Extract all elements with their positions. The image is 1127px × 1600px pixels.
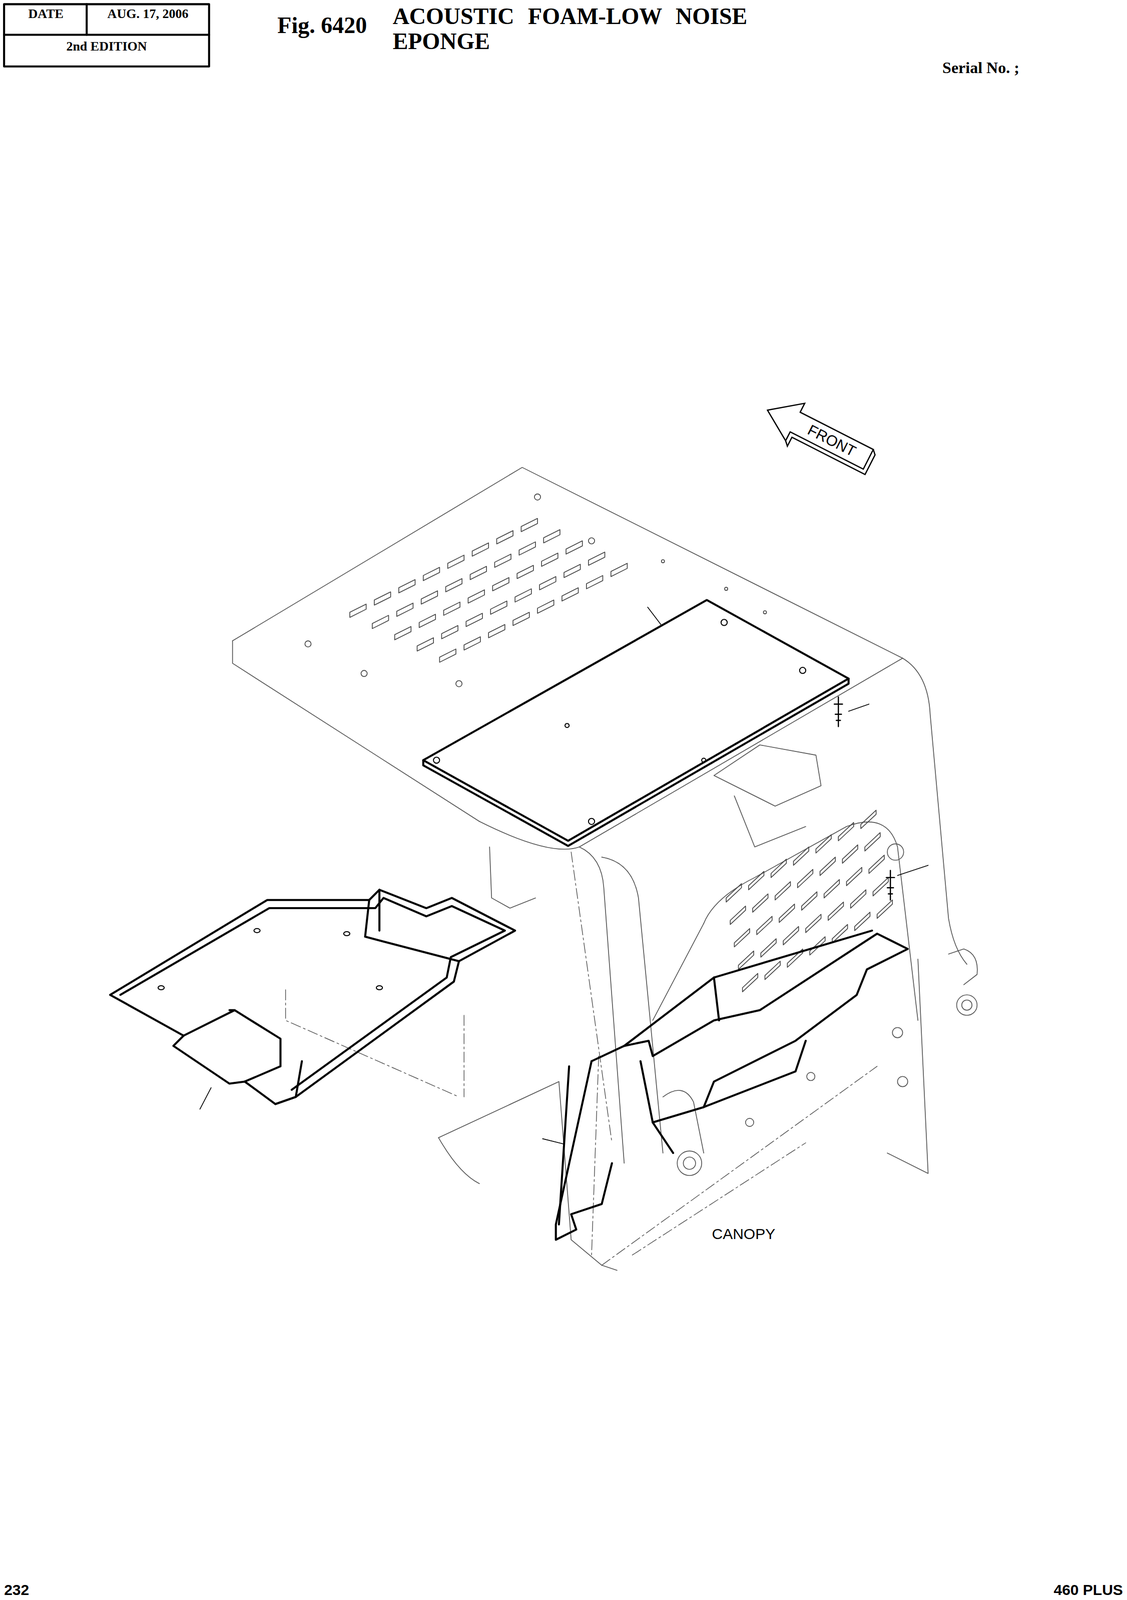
side-foam	[555, 930, 908, 1240]
table-cell: AUG. 17, 2006	[87, 7, 208, 22]
vent-slot	[854, 911, 871, 931]
vent-slot	[492, 577, 509, 591]
vent-slot	[539, 576, 556, 590]
vent-slot	[516, 565, 534, 579]
vent-slot	[465, 613, 483, 627]
vent-slot	[419, 614, 436, 628]
vent-slot	[396, 603, 414, 617]
vent-slot	[797, 869, 814, 888]
vent-slot	[537, 600, 554, 614]
vent-slot	[742, 972, 759, 992]
vent-slot	[760, 938, 777, 957]
vent-slot	[439, 648, 456, 662]
vent-slot	[868, 854, 885, 874]
vent-slot	[824, 879, 840, 898]
vent-slot	[447, 554, 465, 569]
vent-slot	[543, 529, 560, 543]
vent-slot	[421, 590, 438, 604]
vent-slot	[494, 553, 511, 568]
table-cell: 2nd EDITION	[5, 39, 209, 55]
vent-slot	[488, 624, 505, 638]
vent-slot	[588, 551, 606, 566]
vent-slot	[586, 575, 604, 589]
vent-slot	[398, 579, 416, 593]
vent-slot	[541, 552, 558, 567]
canopy-frame	[232, 467, 978, 1271]
vent-slot	[864, 832, 881, 851]
vent-slot	[734, 928, 750, 947]
vent-slot	[779, 903, 795, 923]
vent-slot	[730, 905, 746, 925]
vent-slot	[846, 867, 863, 886]
direction-arrow: FRONT	[755, 387, 884, 486]
figure-number: Fig. 6420	[277, 13, 367, 39]
vent-slot	[771, 858, 787, 878]
roof-holes	[304, 493, 767, 687]
label: 460 PLUS	[1053, 1580, 1123, 1598]
vent-slot	[726, 883, 742, 902]
vent-slot	[801, 891, 818, 910]
vent-slot	[815, 834, 832, 853]
vent-slot	[470, 566, 487, 580]
roof-vents	[349, 518, 628, 663]
vent-slot	[860, 809, 877, 829]
vent-slot	[793, 846, 810, 866]
vent-slot	[564, 564, 581, 578]
vent-slot	[873, 877, 889, 896]
date-box	[4, 4, 210, 67]
vent-slot	[805, 913, 822, 933]
vent-slot	[877, 899, 893, 919]
vent-slot	[443, 602, 461, 616]
vent-slot	[520, 518, 538, 532]
label: 232	[4, 1580, 30, 1598]
vent-slot	[417, 637, 434, 651]
vent-slot	[828, 901, 844, 921]
label: CANOPY	[712, 1225, 776, 1242]
vent-slot	[850, 889, 867, 908]
vent-slot	[775, 881, 791, 900]
vent-slot	[820, 856, 836, 876]
roof-foam	[423, 600, 849, 846]
vent-slot	[756, 915, 773, 935]
vent-slot	[496, 530, 514, 544]
fasteners	[834, 696, 895, 900]
vent-slot	[611, 562, 628, 577]
center-lines	[285, 851, 878, 1265]
vent-slot	[372, 615, 389, 629]
vent-slot	[490, 601, 507, 615]
vent-slot	[518, 541, 536, 555]
vent-slot	[566, 540, 583, 554]
vent-slot	[349, 604, 367, 618]
table-cell: DATE	[5, 7, 87, 22]
vent-slot	[748, 871, 765, 890]
vent-slot	[514, 588, 532, 602]
label: Serial No. ;	[942, 59, 1020, 77]
vent-slot	[472, 542, 489, 556]
vent-slot	[561, 587, 579, 601]
rear-window	[726, 809, 893, 992]
leader-lines	[199, 607, 928, 1144]
vent-slot	[765, 960, 781, 980]
vent-slot	[752, 893, 769, 912]
vent-slot	[394, 626, 412, 640]
arrow-face	[758, 389, 878, 479]
vent-slot	[512, 612, 530, 626]
vent-slot	[423, 567, 440, 581]
vent-slot	[783, 926, 799, 945]
vent-slot	[441, 625, 458, 639]
vent-slot	[467, 589, 485, 603]
page-title: ACOUSTIC FOAM-LOW NOISE EPONGE	[392, 4, 859, 54]
vent-slot	[842, 844, 858, 864]
floor-foam	[110, 889, 515, 1104]
vent-slot	[445, 578, 463, 592]
vent-slot	[374, 591, 391, 605]
vent-slot	[838, 822, 854, 841]
vent-slot	[463, 636, 481, 650]
